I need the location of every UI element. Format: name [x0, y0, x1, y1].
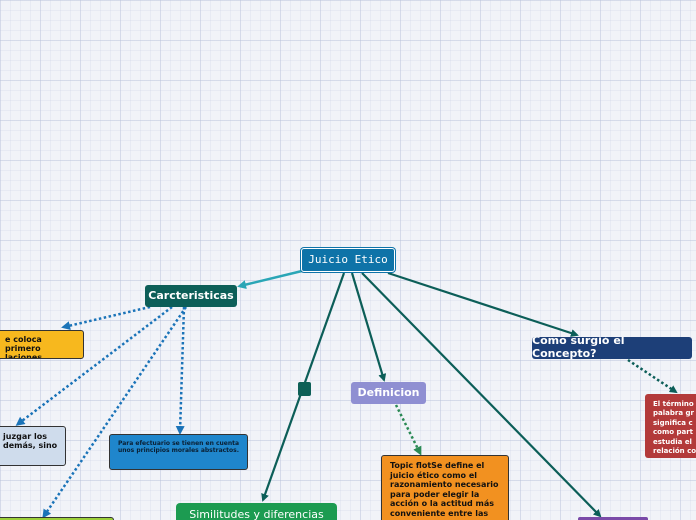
topic-caracteristicas[interactable]: Carcteristicas [145, 285, 237, 307]
note-principios[interactable]: Para efectuario se tienen en cuenta unos… [109, 434, 248, 470]
note-origen[interactable]: El término palabra gr significa c como p… [645, 394, 696, 458]
topic-similitudes[interactable]: Similitudes y diferencias [176, 503, 337, 520]
note-green-partial[interactable] [0, 517, 114, 520]
link-carac-green [42, 306, 188, 519]
note-definicion-text: Topic flotSe define el juicio ético como… [390, 461, 499, 518]
topic-purple-partial[interactable] [578, 517, 648, 520]
link-carac-lightblue [15, 306, 173, 426]
topic-como-surgio-label: Como surgió el Concepto? [532, 337, 625, 359]
topic-como-surgio[interactable]: Como surgió el Concepto? [532, 337, 692, 359]
note-origen-text: El término palabra gr significa c como p… [653, 400, 696, 456]
topic-definicion[interactable]: Definicion [351, 382, 426, 404]
link-def-orange [394, 404, 422, 456]
topic-juicio-etico-label: Juicio Etico [308, 252, 388, 266]
link-carac-yellow [61, 305, 151, 331]
note-yellow[interactable]: e coloca primero laciones sociales. [0, 330, 84, 359]
link-root-como-surgio [387, 271, 579, 337]
note-yellow-text: e coloca primero laciones sociales. [5, 335, 43, 359]
note-principios-text: Para efectuario se tienen en cuenta unos… [118, 440, 240, 454]
link-root-purple [361, 272, 602, 518]
topic-definicion-label: Definicion [357, 385, 420, 399]
link-root-definicion [350, 272, 387, 382]
note-lightblue-text: juzgar los demás, sino [3, 432, 58, 451]
link-root-caracteristicas [237, 269, 303, 289]
link-carac-blue [175, 306, 186, 435]
collapsed-topic-marker[interactable] [298, 382, 311, 396]
link-como-red [627, 358, 678, 394]
note-definicion[interactable]: Topic flotSe define el juicio ético como… [381, 455, 509, 520]
topic-similitudes-label: Similitudes y diferencias [189, 507, 324, 520]
note-lightblue[interactable]: juzgar los demás, sino [0, 426, 66, 466]
topic-caracteristicas-label: Carcteristicas [148, 288, 234, 302]
topic-juicio-etico[interactable]: Juicio Etico [301, 248, 395, 272]
